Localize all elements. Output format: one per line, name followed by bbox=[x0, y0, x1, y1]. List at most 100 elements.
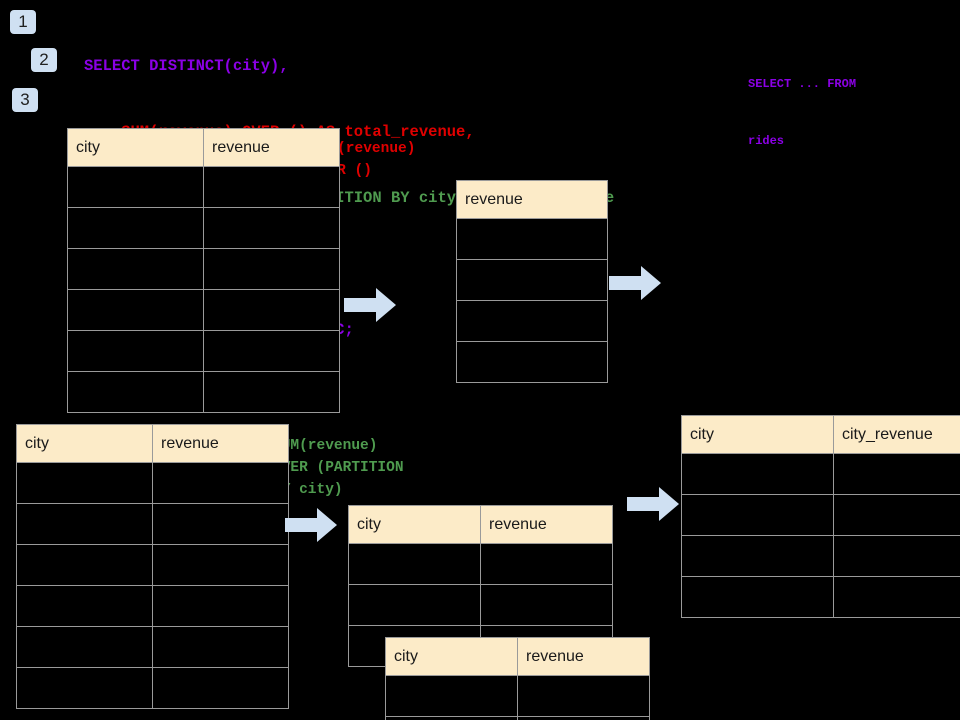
table-row bbox=[385, 716, 650, 720]
table-cell bbox=[203, 166, 340, 208]
side-note-line-1: SELECT ... FROM bbox=[748, 77, 857, 91]
table-row bbox=[67, 371, 340, 413]
column-header-city: city bbox=[16, 424, 153, 463]
column-header-revenue: revenue bbox=[456, 180, 608, 219]
table-header-row: city city_revenue bbox=[681, 415, 960, 454]
table-row bbox=[456, 259, 608, 301]
table-cell bbox=[152, 585, 289, 627]
table-cell bbox=[152, 667, 289, 709]
table-row bbox=[16, 462, 289, 504]
side-note-line-2: rides bbox=[748, 134, 785, 148]
table-cell bbox=[16, 585, 153, 627]
table-row bbox=[348, 543, 613, 585]
table-row bbox=[67, 330, 340, 372]
column-header-revenue: revenue bbox=[480, 505, 613, 544]
table-row bbox=[16, 626, 289, 668]
side-note-select-from: SELECT ... FROM rides bbox=[748, 37, 856, 189]
table-cell bbox=[348, 543, 481, 585]
table-cell bbox=[203, 330, 340, 372]
table-cell bbox=[152, 626, 289, 668]
table-cell bbox=[833, 535, 960, 577]
arrow-right-icon-4 bbox=[627, 487, 679, 521]
table-cell bbox=[152, 503, 289, 545]
table-row bbox=[67, 248, 340, 290]
table-header-row: revenue bbox=[456, 180, 608, 219]
step-badge-3: 3 bbox=[12, 88, 38, 112]
step-badge-2: 2 bbox=[31, 48, 57, 72]
table-cell bbox=[833, 453, 960, 495]
table-cell bbox=[456, 300, 608, 342]
table-cell bbox=[152, 462, 289, 504]
table-cell bbox=[67, 248, 204, 290]
table-cell bbox=[681, 453, 834, 495]
column-header-city: city bbox=[681, 415, 834, 454]
table-cell bbox=[385, 716, 518, 720]
table-row bbox=[681, 453, 960, 495]
table-row bbox=[456, 341, 608, 383]
sql-line-select: SELECT DISTINCT(city), bbox=[84, 57, 289, 75]
table-header-row: city revenue bbox=[348, 505, 613, 544]
column-header-city: city bbox=[385, 637, 518, 676]
table-cell bbox=[67, 371, 204, 413]
table-header-row: city revenue bbox=[16, 424, 289, 463]
table-cell bbox=[480, 543, 613, 585]
table-cell bbox=[681, 535, 834, 577]
table-cell bbox=[67, 289, 204, 331]
table-cell bbox=[517, 716, 650, 720]
table-cell bbox=[16, 503, 153, 545]
table-row bbox=[456, 300, 608, 342]
table-cell bbox=[16, 462, 153, 504]
table-cell bbox=[16, 667, 153, 709]
table-header-row: city revenue bbox=[67, 128, 340, 167]
table-cell bbox=[67, 330, 204, 372]
table-cell bbox=[67, 166, 204, 208]
table-header-row: city revenue bbox=[385, 637, 650, 676]
table-row bbox=[67, 207, 340, 249]
column-header-revenue: revenue bbox=[203, 128, 340, 167]
table-row bbox=[67, 166, 340, 208]
table-total-revenue-result: revenue bbox=[456, 180, 608, 383]
table-cell bbox=[681, 494, 834, 536]
table-row bbox=[681, 576, 960, 618]
table-cell bbox=[16, 626, 153, 668]
column-header-revenue: revenue bbox=[152, 424, 289, 463]
table-cell bbox=[16, 544, 153, 586]
arrow-right-icon-2 bbox=[609, 266, 661, 300]
table-cell bbox=[456, 259, 608, 301]
column-header-city: city bbox=[348, 505, 481, 544]
arrow-right-icon-1 bbox=[344, 288, 396, 322]
column-header-city-revenue: city_revenue bbox=[833, 415, 960, 454]
table-cell bbox=[385, 675, 518, 717]
table-cell bbox=[203, 248, 340, 290]
table-row bbox=[16, 585, 289, 627]
table-cell bbox=[203, 207, 340, 249]
table-cell bbox=[67, 207, 204, 249]
table-cell bbox=[833, 576, 960, 618]
table-cell bbox=[517, 675, 650, 717]
table-cell bbox=[833, 494, 960, 536]
table-cell bbox=[456, 341, 608, 383]
table-row bbox=[16, 544, 289, 586]
table-row bbox=[385, 675, 650, 717]
table-row bbox=[681, 535, 960, 577]
arrow-right-icon-3 bbox=[285, 508, 337, 542]
table-cell bbox=[152, 544, 289, 586]
table-rides-source: city revenue bbox=[67, 128, 340, 413]
table-row bbox=[67, 289, 340, 331]
table-cell bbox=[348, 584, 481, 626]
column-header-revenue: revenue bbox=[517, 637, 650, 676]
table-partition-group-2: city revenue bbox=[385, 637, 650, 720]
table-cell bbox=[681, 576, 834, 618]
table-row bbox=[456, 218, 608, 260]
annotation-city-revenue: SUM(revenue) OVER (PARTITION BY city) bbox=[273, 438, 404, 498]
table-cell bbox=[480, 584, 613, 626]
step-badge-1: 1 bbox=[10, 10, 36, 34]
table-row bbox=[681, 494, 960, 536]
table-rides-source-partition: city revenue bbox=[16, 424, 289, 709]
table-row bbox=[348, 584, 613, 626]
table-cell bbox=[456, 218, 608, 260]
table-row bbox=[16, 503, 289, 545]
table-cell bbox=[203, 371, 340, 413]
table-cell bbox=[203, 289, 340, 331]
